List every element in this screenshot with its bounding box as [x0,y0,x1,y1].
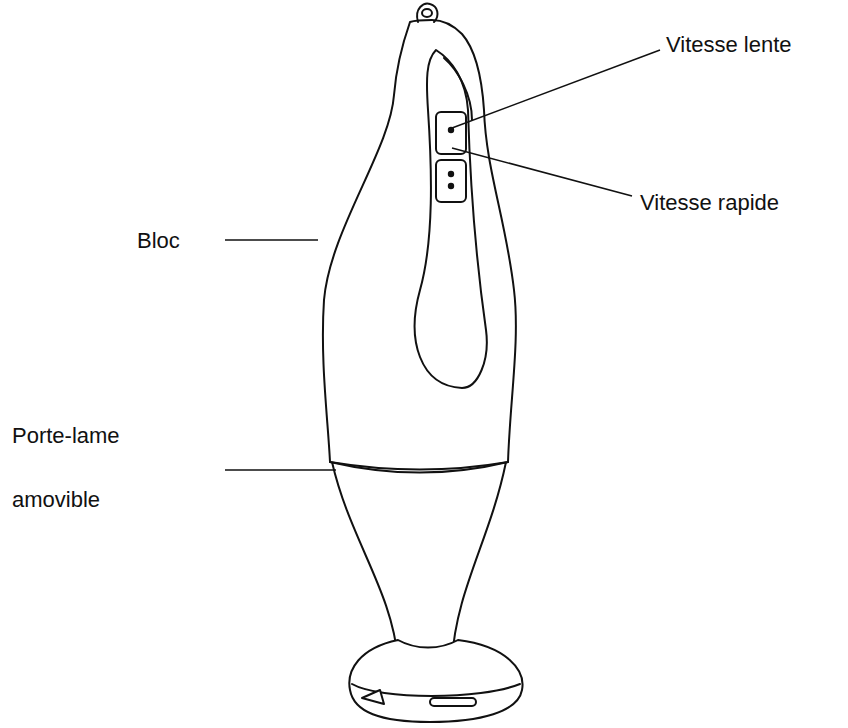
part-label: Vitesse lente [666,32,792,58]
fast-speed-button [436,160,466,202]
blade-holder [332,462,506,660]
leader-lines [225,50,660,470]
blade-foot [349,640,522,722]
motor-body [323,20,516,470]
part-label: Bloc [137,228,180,254]
part-label: Porte-lame amovible [12,404,162,532]
part-label: Vitesse rapide [640,190,779,216]
slow-speed-button [436,112,466,154]
